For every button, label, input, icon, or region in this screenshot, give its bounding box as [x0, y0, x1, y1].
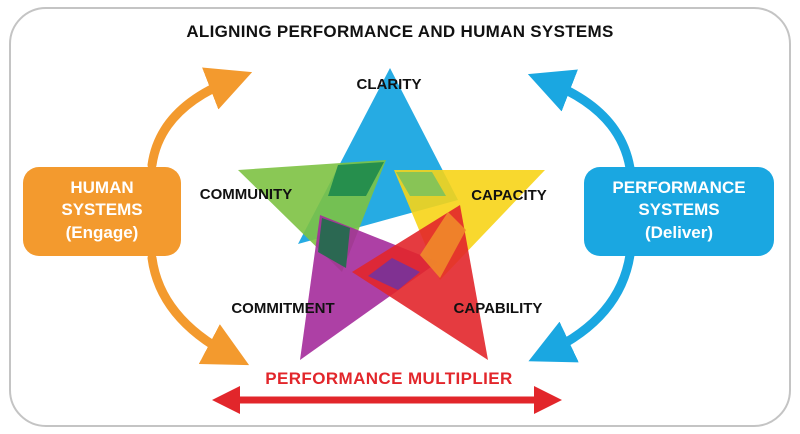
performance-systems-line2: SYSTEMS	[638, 200, 719, 219]
human-systems-box: HUMAN SYSTEMS (Engage)	[23, 167, 181, 256]
label-capacity: CAPACITY	[471, 187, 547, 204]
overlap-purple-red	[368, 258, 420, 290]
overlap-yellow-red	[420, 212, 466, 278]
label-community: COMMUNITY	[200, 186, 293, 203]
overlap-green-purple	[318, 218, 350, 268]
label-clarity: CLARITY	[357, 76, 422, 93]
label-commitment: COMMITMENT	[231, 300, 334, 317]
orange-arrow-top	[147, 67, 253, 170]
human-systems-line2: SYSTEMS	[61, 200, 142, 219]
performance-multiplier-label: PERFORMANCE MULTIPLIER	[265, 369, 512, 388]
performance-systems-line3: (Deliver)	[645, 223, 713, 242]
performance-systems-line1: PERFORMANCE	[612, 178, 745, 197]
overlap-green-blue	[328, 162, 384, 196]
diagram-title: ALIGNING PERFORMANCE AND HUMAN SYSTEMS	[186, 22, 613, 41]
star	[238, 68, 545, 360]
label-capability: CAPABILITY	[454, 300, 543, 317]
orange-arrow-bottom	[147, 253, 250, 366]
human-systems-box-bg	[23, 167, 181, 256]
blue-arrow-top	[527, 69, 635, 173]
overlap-yellow-blue	[396, 172, 446, 196]
performance-systems-box-bg	[584, 167, 774, 256]
human-systems-line3: (Engage)	[66, 223, 139, 242]
performance-systems-box: PERFORMANCE SYSTEMS (Deliver)	[584, 167, 774, 256]
human-systems-line1: HUMAN	[70, 178, 133, 197]
blue-arrow-bottom	[528, 250, 635, 363]
